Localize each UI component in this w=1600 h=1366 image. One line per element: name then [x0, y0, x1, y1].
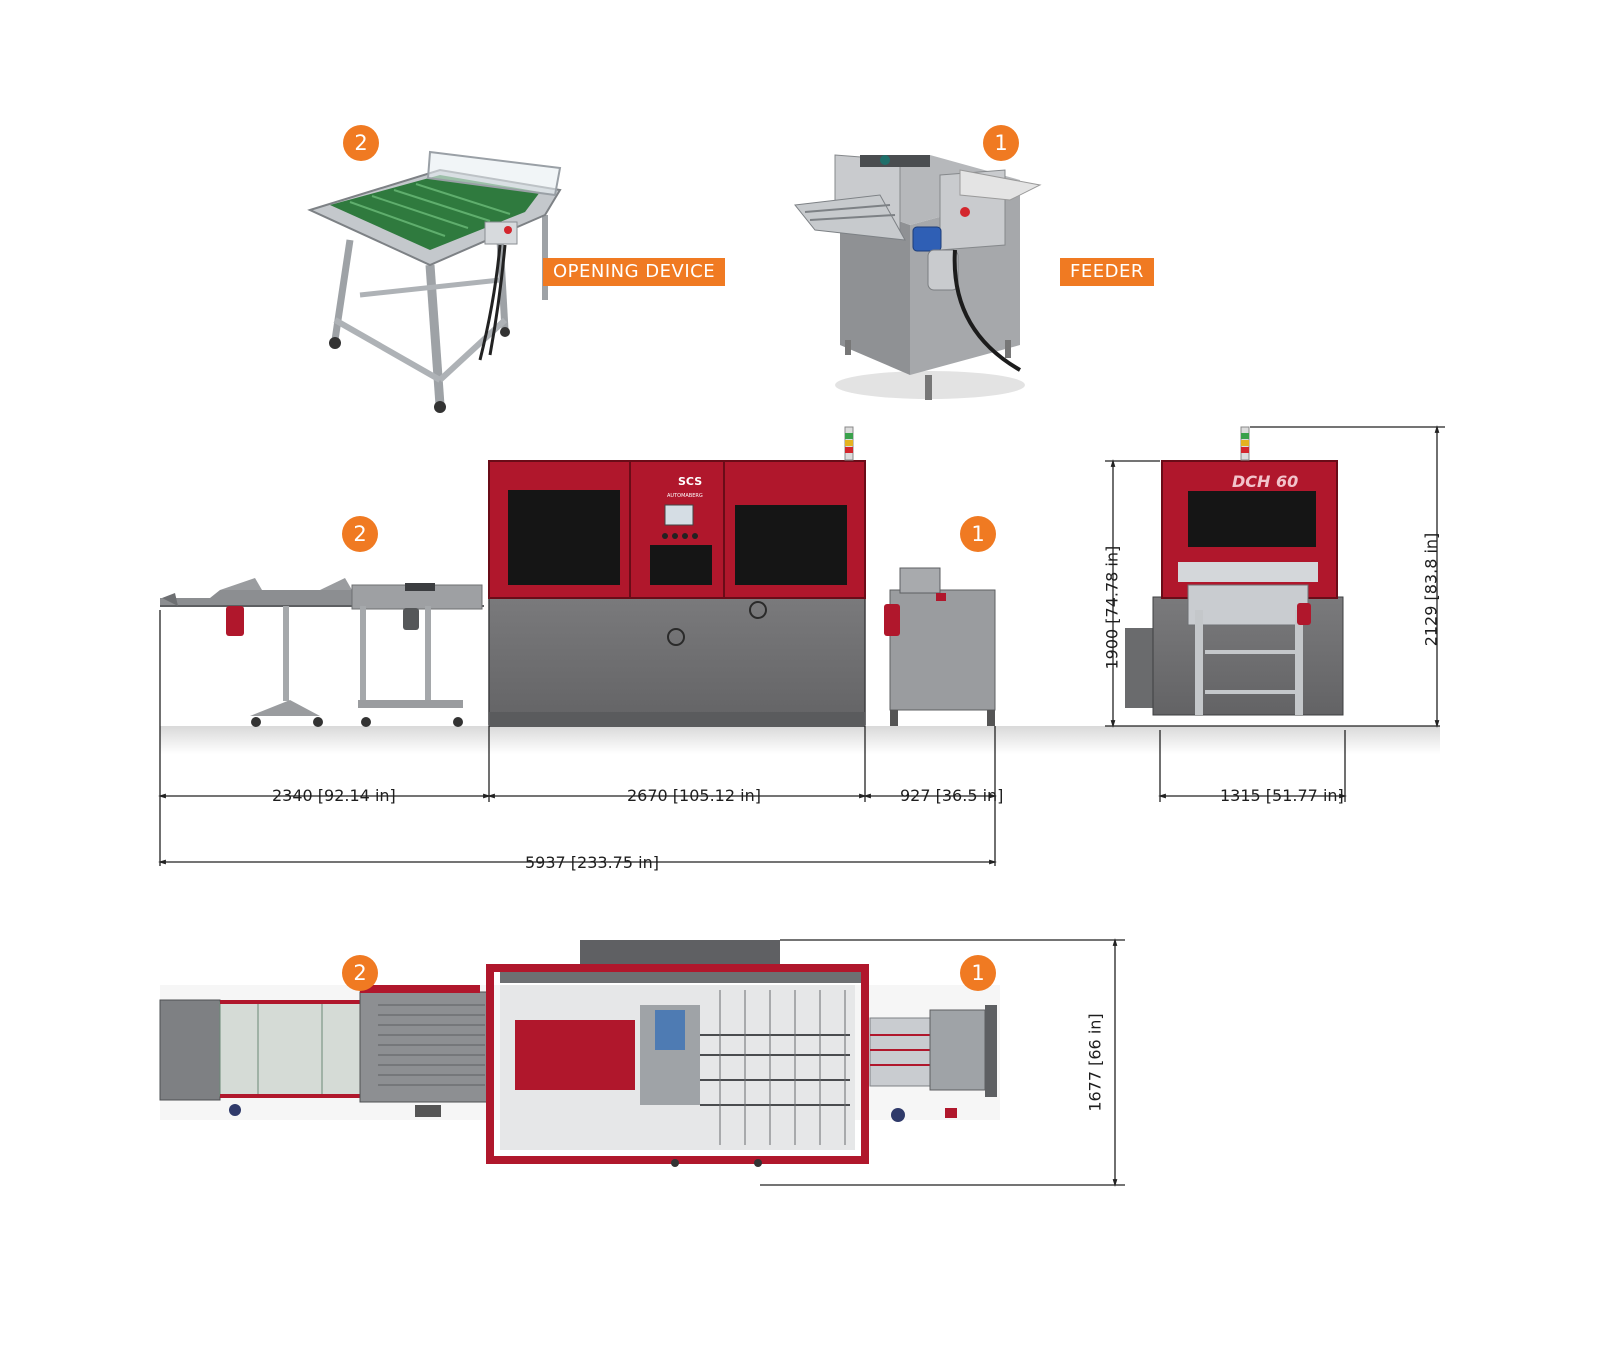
callout-badge-feeder-3d: 1 [983, 125, 1019, 161]
main-unit-side [488, 426, 866, 727]
brand-scs: SCS [678, 475, 703, 488]
side-dimension-lines [158, 425, 1445, 866]
feeder-label: FEEDER [1060, 258, 1154, 286]
callout-badge-feeder-side: 1 [960, 516, 996, 552]
dimension-body-height: 1900 [74.78 in] [1102, 545, 1122, 670]
dimension-total-length: 5937 [233.75 in] [525, 853, 659, 872]
dimension-opening-device-length: 2340 [92.14 in] [272, 786, 396, 805]
callout-badge-feeder-top: 1 [960, 955, 996, 991]
callout-badge-opening-device-top: 2 [342, 955, 378, 991]
callout-badge-opening-device-3d: 2 [343, 125, 379, 161]
dimension-top-depth: 1677 [66 in] [1085, 1013, 1105, 1112]
opening-device-label: OPENING DEVICE [543, 258, 726, 286]
brand-automaberg: AUTOMABERG [667, 493, 703, 499]
feeder-side [884, 567, 996, 726]
dimension-front-width: 1315 [51.77 in] [1220, 786, 1344, 805]
opening-device-render [307, 150, 562, 413]
callout-badge-opening-device-side: 2 [342, 516, 378, 552]
side-elevation [158, 425, 1445, 866]
brand-model-dch60: DCH 60 [1232, 472, 1299, 491]
dimension-total-height: 2129 [83.8 in] [1421, 532, 1441, 647]
front-view [1125, 426, 1344, 716]
top-view [159, 938, 1125, 1187]
dimension-main-unit-length: 2670 [105.12 in] [627, 786, 761, 805]
opening-device-side [160, 578, 484, 727]
dimension-feeder-length: 927 [36.5 in] [900, 786, 1004, 805]
feeder-render [794, 154, 1042, 400]
